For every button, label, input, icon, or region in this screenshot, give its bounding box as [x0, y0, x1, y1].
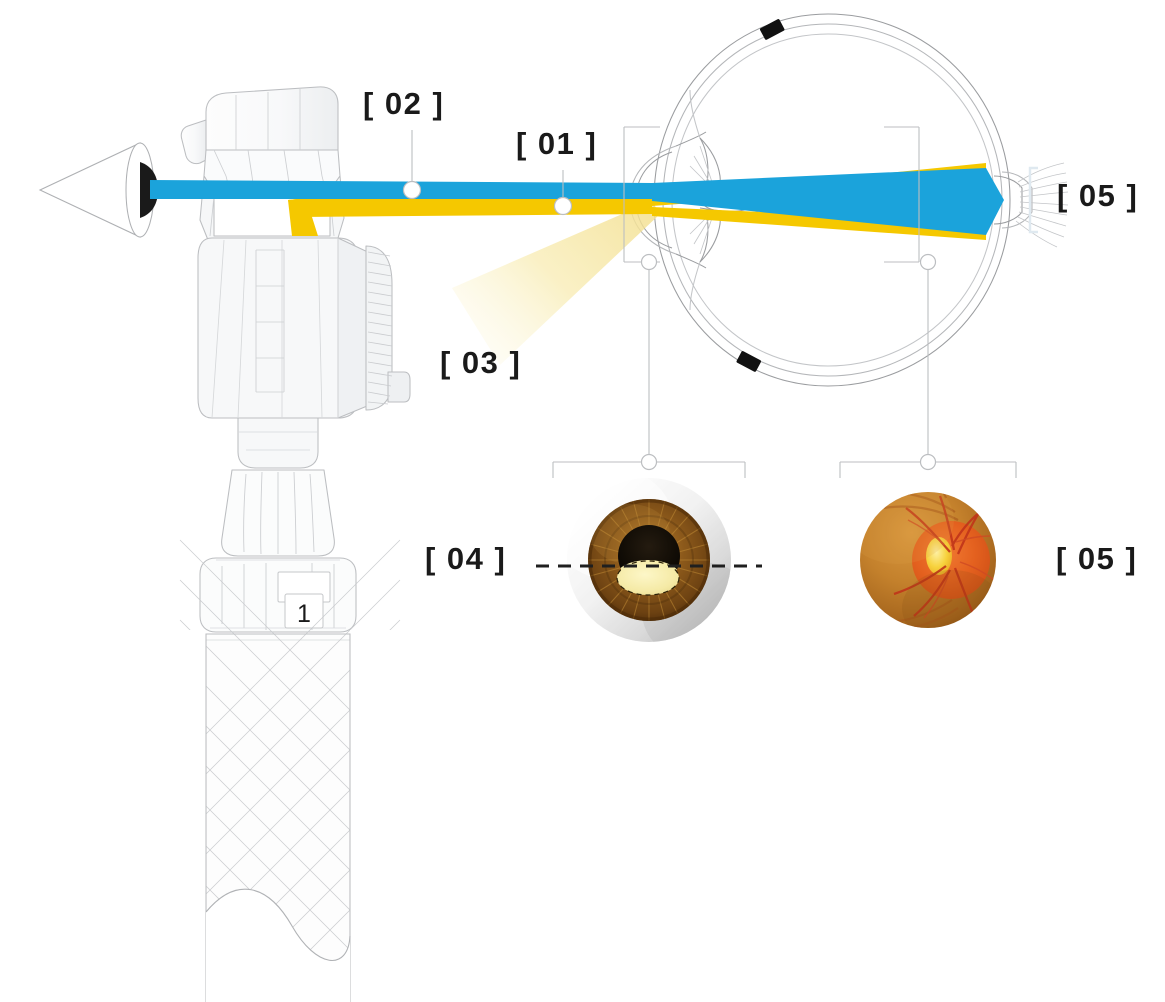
observer-eye-cone: [38, 142, 158, 238]
pale-yellow-scatter-cone: [452, 201, 660, 365]
callout-01-illumination-axis: [ 01 ]: [516, 126, 598, 161]
node-pupil-photo: [640, 453, 658, 471]
lens-power-display[interactable]: 1: [277, 571, 331, 629]
pupil-glow-outline: [616, 560, 680, 596]
leader-nodes: [402, 180, 937, 471]
lens-power-value: 1: [297, 600, 311, 628]
observer-pupil: [140, 162, 158, 218]
blue-observation-beam: [150, 168, 1004, 235]
handle-cut-mask: [206, 889, 350, 1002]
node-01: [553, 196, 573, 216]
callout-03-illumination-cone: [ 03 ]: [440, 345, 522, 380]
leader-lines: [411, 126, 1017, 478]
fundus-retina-photo: [860, 492, 996, 628]
handle-torn-edge: [205, 888, 351, 962]
node-anterior: [640, 253, 658, 271]
node-posterior: [919, 253, 937, 271]
node-fundus-photo: [919, 453, 937, 471]
callout-04-pupil-front-view: [ 04 ]: [425, 541, 507, 576]
callout-05-retina-right: [ 05 ]: [1057, 178, 1139, 213]
node-02: [402, 180, 422, 200]
callout-02-instrument-aperture: [ 02 ]: [363, 86, 445, 121]
bracket-retina-right: [1028, 166, 1038, 234]
muscle-marker-superior: [759, 19, 785, 40]
muscle-marker-inferior: [736, 351, 762, 372]
callout-05-fundus-bottom: [ 05 ]: [1056, 541, 1138, 576]
